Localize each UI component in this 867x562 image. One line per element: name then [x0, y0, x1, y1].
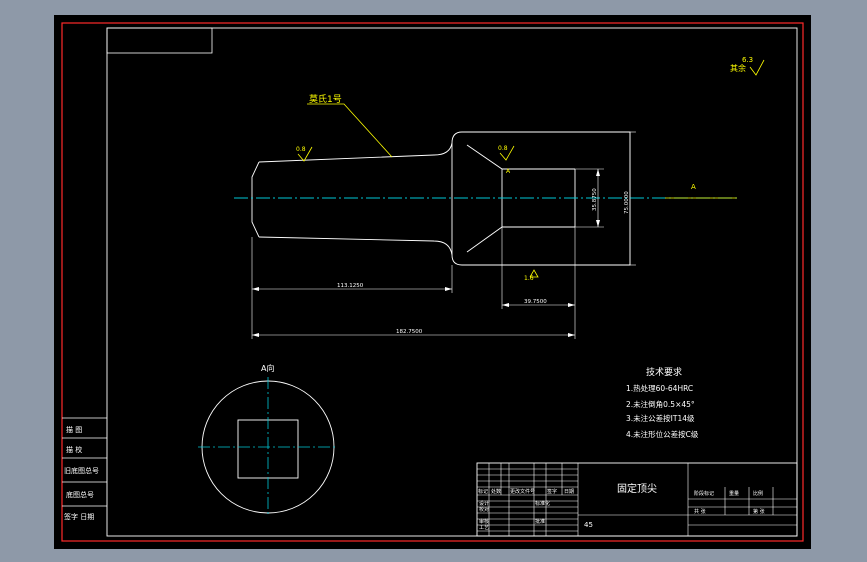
leader-callout	[307, 103, 393, 158]
dim-bore-depth: 39.7500	[524, 299, 547, 305]
tb-mark: 标记	[478, 488, 488, 495]
tech-item-0: 1.热处理60-64HRC	[626, 383, 693, 393]
leader-callout-text: 莫氏1号	[309, 93, 342, 105]
dim-outer-diam: 75.0000	[624, 191, 630, 214]
tb-audit: 审核	[479, 518, 489, 525]
roughness-corner: 6.3	[742, 56, 753, 64]
part-name: 固定顶尖	[617, 482, 657, 495]
roughness-bottom: 1.6	[524, 275, 534, 282]
dim-inner-diam: 35.8750	[592, 188, 598, 211]
left-strip	[62, 417, 107, 507]
strip-row-2: 旧底图总号	[64, 466, 99, 475]
dim-shank-length: 113.1250	[337, 283, 364, 289]
tb-change-doc: 更改文件号	[510, 488, 535, 495]
roughness-face-suffix: A	[506, 168, 511, 175]
strip-row-3: 底图总号	[66, 490, 94, 499]
tb-stage-mark: 阶段标记	[694, 490, 714, 497]
datum-label: A	[691, 183, 696, 191]
strip-row-0: 描 图	[66, 425, 82, 434]
cad-viewport[interactable]: 描 图 描 校 旧底图总号 底图总号 签字 日期	[54, 15, 811, 549]
tb-sheet-no: 第 张	[753, 508, 765, 515]
tb-standardize: 标准化	[535, 500, 550, 507]
tb-process: 工艺	[479, 525, 489, 531]
tb-check: 校对	[479, 506, 489, 513]
tb-scale: 比例	[753, 490, 763, 497]
tech-title: 技术要求	[646, 366, 682, 378]
tech-item-2: 3.未注公差按IT14级	[626, 413, 695, 423]
tb-count: 处数	[491, 488, 501, 495]
roughness-face: 0.8	[498, 145, 508, 152]
dimension-arrows	[252, 169, 600, 337]
strip-row-4: 签字 日期	[64, 512, 94, 521]
tb-weight: 重量	[729, 490, 739, 497]
part-outline	[251, 131, 631, 266]
tb-sheets-total: 共 张	[694, 508, 706, 515]
outer-frame	[61, 22, 804, 542]
drawing-border	[106, 27, 798, 537]
tb-signature: 签字	[547, 488, 557, 495]
drawing-canvas: 描 图 描 校 旧底图总号 底图总号 签字 日期	[61, 22, 804, 542]
code-box	[106, 27, 213, 54]
strip-row-1: 描 校	[66, 445, 82, 454]
tech-item-1: 2.未注倒角0.5×45°	[626, 399, 695, 409]
roughness-corner-suffix: 其余	[730, 63, 746, 73]
roughness-symbols	[297, 59, 765, 278]
title-block-grid	[476, 462, 798, 537]
tb-design: 设计	[479, 500, 489, 507]
roughness-left: 0.8	[296, 146, 306, 153]
view-label: A向	[261, 363, 274, 373]
tb-date: 日期	[564, 489, 574, 495]
material: 45	[584, 521, 593, 529]
tb-approve: 批准	[535, 518, 545, 525]
tech-item-3: 4.未注形位公差按C级	[626, 429, 699, 439]
dimension-lines	[251, 131, 636, 339]
dim-overall-length: 182.7500	[396, 329, 423, 335]
